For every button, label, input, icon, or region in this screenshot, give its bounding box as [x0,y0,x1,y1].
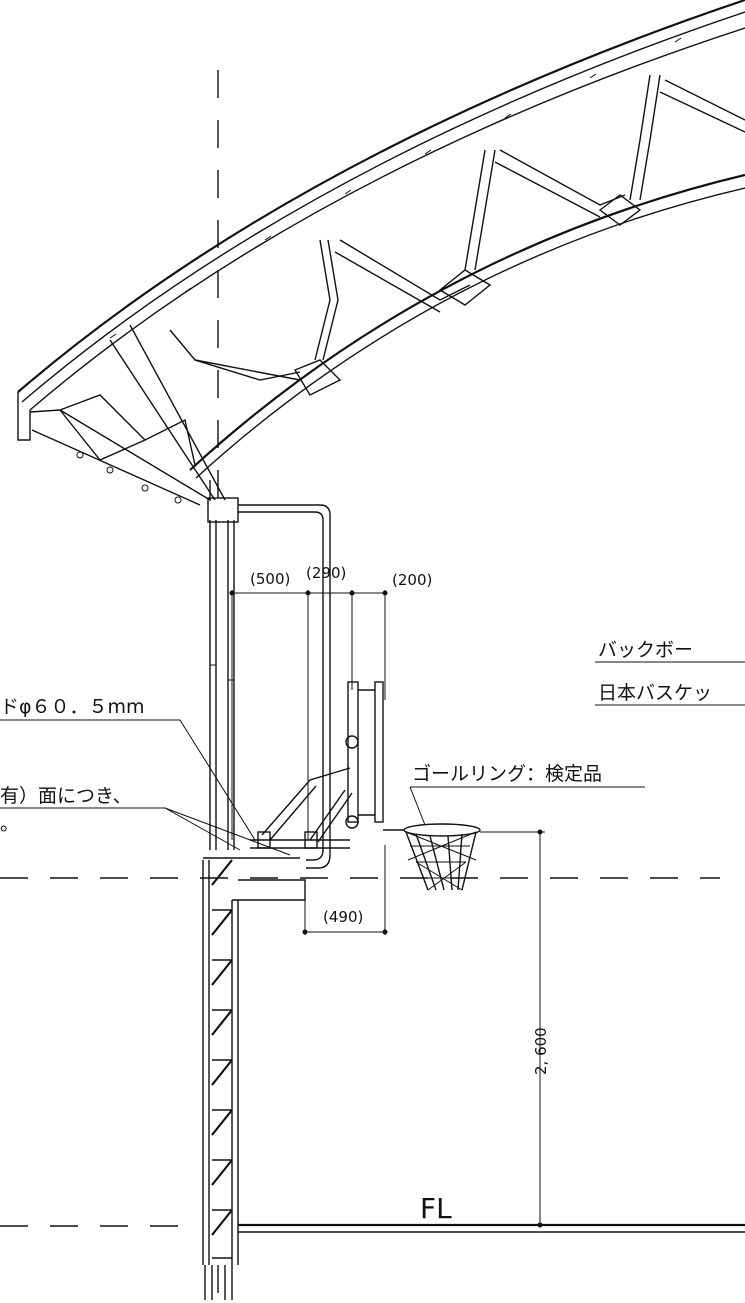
dim-490: (490) [323,908,363,926]
rod-callout: ドφ６０．５mm [0,696,145,718]
support-column [207,497,331,869]
face-callout: 有）面につき、 [0,785,132,807]
dim-2600: 2, 600 [532,1027,550,1075]
jba-note: 日本バスケッ [598,682,712,704]
dim-290: (290) [306,564,346,582]
dimension-lines [229,590,545,1228]
leader-lines [0,661,745,856]
floor-line [238,1223,745,1233]
backboard-bracket [250,681,384,849]
dim-200: (200) [392,571,432,589]
floor-label: FL [420,1192,452,1225]
backboard-note: バックボー [598,639,693,661]
goal-ring-note: ゴールリング：検定品 [412,763,602,785]
dim-500: (500) [250,570,290,588]
goal-ring-net [383,823,481,891]
roof-truss [17,0,745,506]
center-lines [0,70,720,1300]
wall-section [202,857,306,1300]
face-callout-line2: 。 [0,813,19,835]
